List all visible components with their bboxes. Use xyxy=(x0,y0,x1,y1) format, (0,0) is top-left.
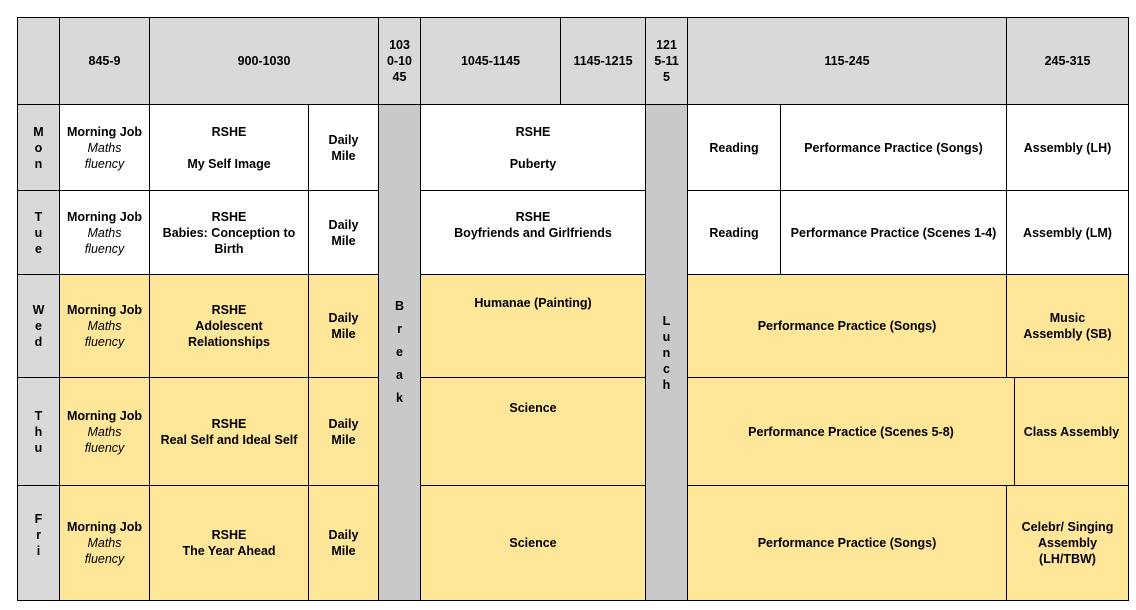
tue-daily-mile: Daily Mile xyxy=(308,190,379,275)
wed-session-2: Humanae (Painting) xyxy=(420,274,646,378)
tue-reading: Reading xyxy=(687,190,781,275)
header-time-1045-1145: 1045-1145 xyxy=(420,17,561,105)
header-corner xyxy=(17,17,60,105)
thu-session-2: Science xyxy=(420,377,646,486)
header-time-lunch: 121 5-11 5 xyxy=(645,17,688,105)
mon-reading: Reading xyxy=(687,104,781,191)
header-time-845-9: 845-9 xyxy=(59,17,150,105)
thu-rshe-cell: RSHE Real Self and Ideal Self xyxy=(149,377,309,486)
wed-rshe-cell: RSHE Adolescent Relationships xyxy=(149,274,309,378)
header-time-245-315: 245-315 xyxy=(1006,17,1129,105)
header-time-break: 103 0-10 45 xyxy=(378,17,421,105)
wed-performance: Performance Practice (Songs) xyxy=(687,274,1007,378)
mon-assembly: Assembly (LH) xyxy=(1006,104,1129,191)
tue-session-2: RSHE Boyfriends and Girlfriends xyxy=(420,190,646,275)
mon-daily-mile: Daily Mile xyxy=(308,104,379,191)
fri-daily-mile: Daily Mile xyxy=(308,485,379,601)
wed-daily-mile: Daily Mile xyxy=(308,274,379,378)
tue-rshe-cell: RSHE Babies: Conception to Birth xyxy=(149,190,309,275)
thu-daily-mile: Daily Mile xyxy=(308,377,379,486)
tue-assembly: Assembly (LM) xyxy=(1006,190,1129,275)
fri-assembly: Celebr/ Singing Assembly (LH/TBW) xyxy=(1006,485,1129,601)
thu-performance: Performance Practice (Scenes 5-8) xyxy=(687,377,1015,486)
thu-assembly: Class Assembly xyxy=(1014,377,1129,486)
mon-performance: Performance Practice (Songs) xyxy=(780,104,1007,191)
wed-assembly: Music Assembly (SB) xyxy=(1006,274,1129,378)
fri-session-2: Science xyxy=(420,485,646,601)
header-time-900-1030: 900-1030 xyxy=(149,17,379,105)
header-time-1145-1215: 1145-1215 xyxy=(560,17,646,105)
fri-rshe-cell: RSHE The Year Ahead xyxy=(149,485,309,601)
fri-performance: Performance Practice (Songs) xyxy=(687,485,1007,601)
tue-performance: Performance Practice (Scenes 1-4) xyxy=(780,190,1007,275)
header-time-115-245: 115-245 xyxy=(687,17,1007,105)
